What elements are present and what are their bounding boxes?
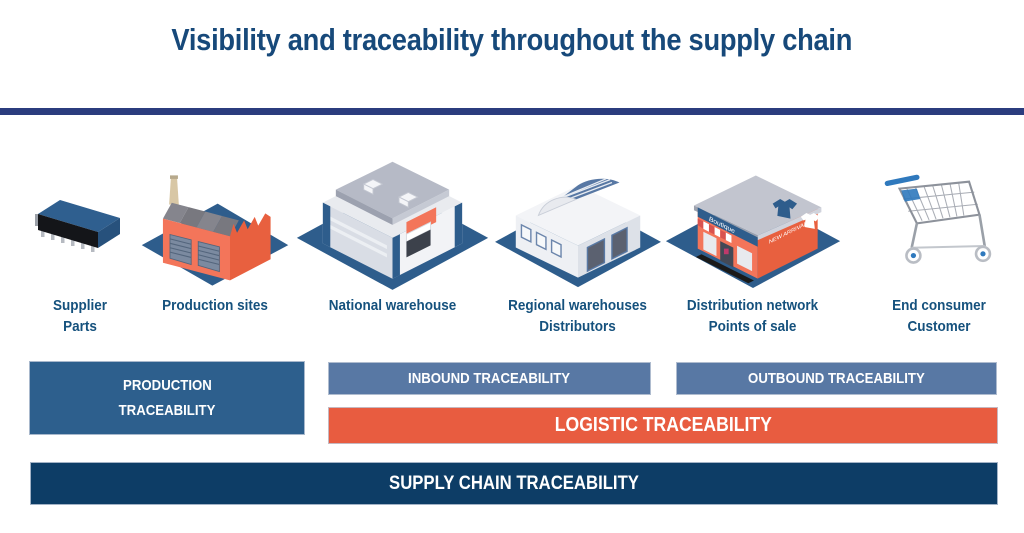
logistic-traceability-bar: LOGISTIC TRACEABILITY	[328, 407, 998, 444]
stage-label: End consumer Customer	[892, 297, 986, 335]
production-traceability-bar: PRODUCTION TRACEABILITY	[29, 361, 305, 435]
stage-label: Supplier Parts	[52, 297, 107, 335]
shopping-cart-icon	[884, 174, 991, 264]
stage-label: Production sites	[162, 297, 268, 314]
outbound-traceability-bar: OUTBOUND TRACEABILITY	[676, 362, 997, 395]
stage-national-warehouse: National warehouse	[295, 138, 490, 316]
page-title: Visibility and traceability throughout t…	[171, 22, 853, 57]
supply-chain-traceability-bar: SUPPLY CHAIN TRACEABILITY	[30, 462, 998, 505]
stage-label: Distribution network Points of sale	[686, 297, 819, 335]
regional-warehouse-icon	[494, 178, 661, 288]
stage-label: Regional warehouses Distributors	[508, 297, 647, 335]
inbound-traceability-bar: INBOUND TRACEABILITY	[328, 362, 651, 395]
stage-end-consumer: End consumer Customer	[855, 138, 1023, 337]
microchip-icon	[35, 200, 120, 252]
stage-production-sites: Production sites	[140, 138, 290, 316]
title-divider-rule	[0, 108, 1024, 115]
stage-distribution-network: Boutique NEW ARRIVAL Distribution networ	[660, 138, 845, 337]
national-warehouse-icon	[296, 161, 489, 290]
factory-icon	[141, 175, 289, 286]
boutique-store-icon: Boutique NEW ARRIVAL	[665, 175, 840, 288]
stage-regional-warehouses: Regional warehouses Distributors	[485, 138, 670, 337]
stage-supplier-parts: Supplier Parts	[10, 138, 150, 337]
stage-label: National warehouse	[328, 297, 457, 314]
